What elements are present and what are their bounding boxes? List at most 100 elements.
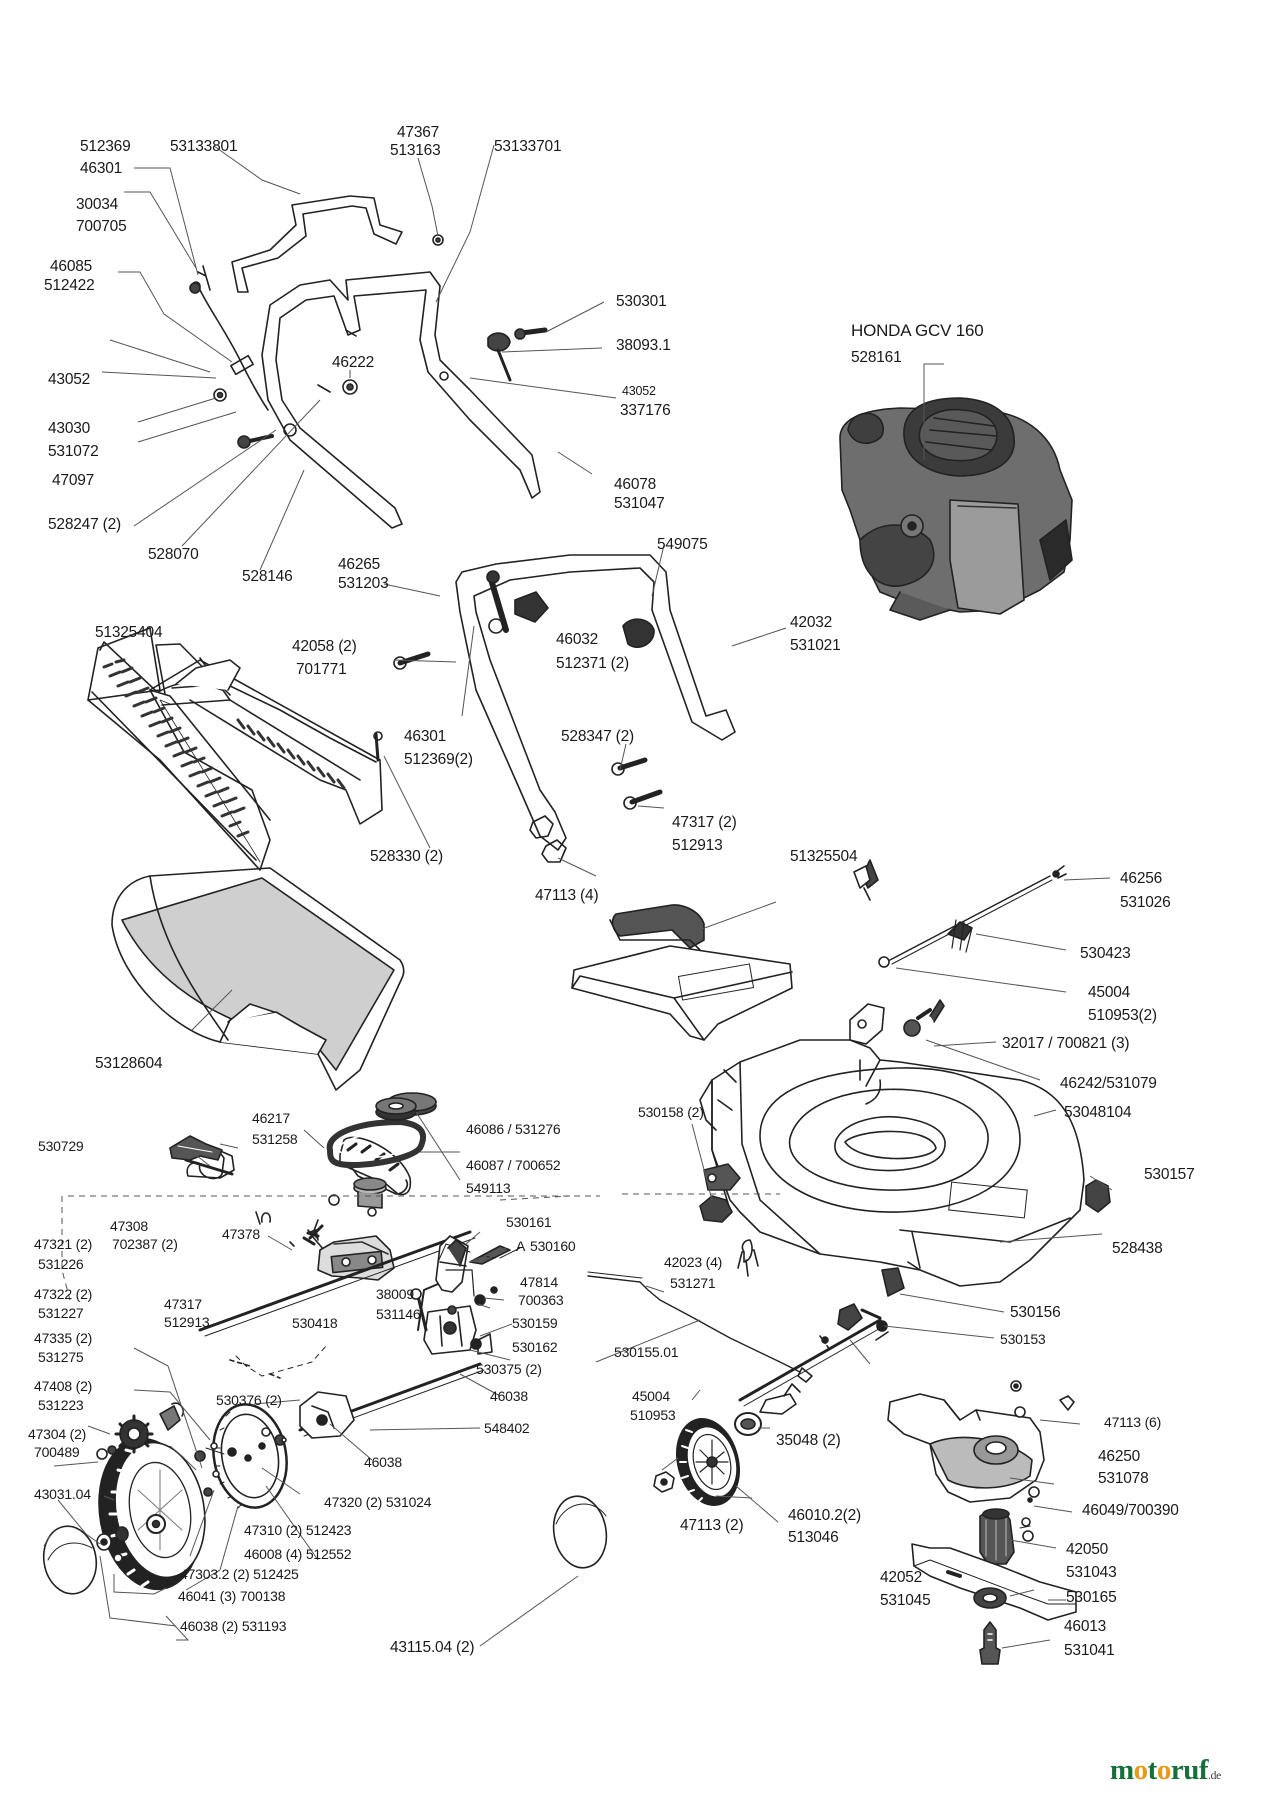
brand-letter: m — [1110, 1754, 1134, 1786]
part-label: 42023 (4) — [664, 1254, 723, 1270]
part-label: 30034 — [76, 196, 119, 213]
part-label: 42052 — [880, 1569, 923, 1586]
part-label: 531258 — [252, 1131, 298, 1147]
height-adjust-rod — [587, 1271, 813, 1383]
part-label: 38093.1 — [616, 337, 671, 354]
part-label: 47317 — [164, 1296, 202, 1312]
part-label: 46250 — [1098, 1448, 1141, 1465]
part-label: 46041 (3) 700138 — [178, 1588, 286, 1604]
drive-belt — [326, 1119, 427, 1169]
engine-model-label: HONDA GCV 160 — [851, 321, 984, 340]
part-label: 549075 — [657, 536, 708, 553]
part-label: 530376 (2) — [216, 1392, 282, 1408]
part-label: 528330 (2) — [370, 848, 443, 865]
part-label: 43052 — [622, 384, 656, 398]
part-label: 42058 (2) — [292, 638, 357, 655]
brand-watermark[interactable]: motoruf.de — [1110, 1754, 1221, 1787]
part-label: 53133801 — [170, 138, 238, 155]
upper-handle-tube — [261, 271, 541, 529]
blade-hub — [979, 1508, 1034, 1565]
part-label: 528347 (2) — [561, 728, 634, 745]
brand-name: motoruf — [1110, 1754, 1209, 1786]
part-label: 531146 — [376, 1306, 421, 1322]
part-label: 531041 — [1064, 1642, 1115, 1659]
part-label: 47335 (2) — [34, 1330, 93, 1346]
part-label: 43115.04 (2) — [390, 1639, 475, 1656]
part-label: 43030 — [48, 420, 91, 437]
part-label: 46049/700390 — [1082, 1502, 1179, 1519]
part-label: 46087 / 700652 — [466, 1157, 561, 1173]
part-label: 531275 — [38, 1349, 84, 1365]
part-label: 46013 — [1064, 1618, 1107, 1635]
part-label: 701771 — [296, 661, 347, 678]
part-label: 53048104 — [1064, 1104, 1132, 1121]
part-label: 530160 — [530, 1238, 576, 1254]
part-label: 549113 — [466, 1180, 511, 1196]
front-wheel — [676, 1417, 740, 1507]
part-label: 35048 (2) — [776, 1432, 841, 1449]
part-label: 46008 (4) 512552 — [244, 1546, 352, 1562]
part-label: 42032 — [790, 614, 833, 631]
part-label: 512422 — [44, 277, 95, 294]
blade-adapter — [887, 1393, 1045, 1503]
part-label: 530161 — [506, 1214, 552, 1230]
blade-bolt — [979, 1621, 1001, 1665]
part-label: 46085 — [50, 258, 93, 275]
part-label: 47814 — [520, 1274, 558, 1290]
part-label: 46038 (2) 531193 — [180, 1618, 287, 1634]
part-label: 531223 — [38, 1397, 84, 1413]
part-label: 512369(2) — [404, 751, 473, 768]
part-label: 548402 — [484, 1420, 530, 1436]
part-label: 51325504 — [790, 848, 858, 865]
brand-letter: f — [1198, 1754, 1209, 1786]
part-label: 512369 — [80, 138, 131, 155]
gearbox-drive — [184, 1092, 521, 1439]
part-label: 510953 — [630, 1407, 676, 1423]
part-label: 512913 — [164, 1314, 210, 1330]
part-label: 530157 — [1144, 1166, 1195, 1183]
part-label: 47113 (2) — [680, 1517, 744, 1534]
part-label: 47310 (2) 512423 — [244, 1522, 352, 1538]
throttle-cable — [191, 265, 269, 411]
engine — [839, 397, 1073, 621]
part-label: 700363 — [518, 1292, 564, 1308]
part-label: 43052 — [48, 371, 91, 388]
brand-letter: u — [1183, 1754, 1199, 1786]
part-label: 43031.04 — [34, 1486, 91, 1502]
brand-suffix: .de — [1208, 1768, 1221, 1782]
part-label: 530418 — [292, 1315, 338, 1331]
part-label: 47320 (2) 531024 — [324, 1494, 432, 1510]
part-label: 700489 — [34, 1444, 80, 1460]
part-label: 47097 — [52, 472, 95, 489]
part-label: 46301 — [404, 728, 447, 745]
mower-deck — [699, 1003, 1111, 1297]
part-label: A — [516, 1238, 526, 1254]
part-label: 530156 — [1010, 1304, 1061, 1321]
part-label: 46032 — [556, 631, 599, 648]
part-label: 700705 — [76, 218, 127, 235]
nut-47113 — [653, 1471, 675, 1493]
part-label: 47317 (2) — [672, 814, 737, 831]
part-label: 47113 (4) — [535, 887, 599, 904]
upper-hardware — [189, 234, 548, 449]
brand-letter: o — [1133, 1754, 1149, 1786]
part-label: 46038 — [490, 1388, 528, 1404]
part-label: 47304 (2) — [28, 1426, 87, 1442]
part-label: 530159 — [512, 1315, 558, 1331]
lower-handle — [455, 554, 736, 851]
rear-flap — [571, 904, 793, 1041]
part-label: 528146 — [242, 568, 293, 585]
part-label: 46265 — [338, 556, 381, 573]
part-label: 53128604 — [95, 1055, 163, 1072]
drive-gear-plate — [205, 1403, 288, 1509]
part-label: 510953(2) — [1088, 1007, 1157, 1024]
part-label: 530155.01 — [614, 1344, 679, 1360]
part-label: 513046 — [788, 1529, 839, 1546]
brand-letter: r — [1170, 1754, 1184, 1786]
part-label: 47408 (2) — [34, 1378, 93, 1394]
deck-hardware — [699, 859, 1075, 1529]
part-label: 531021 — [790, 637, 841, 654]
part-label: 531226 — [38, 1256, 84, 1272]
part-label: 47308 — [110, 1218, 148, 1234]
